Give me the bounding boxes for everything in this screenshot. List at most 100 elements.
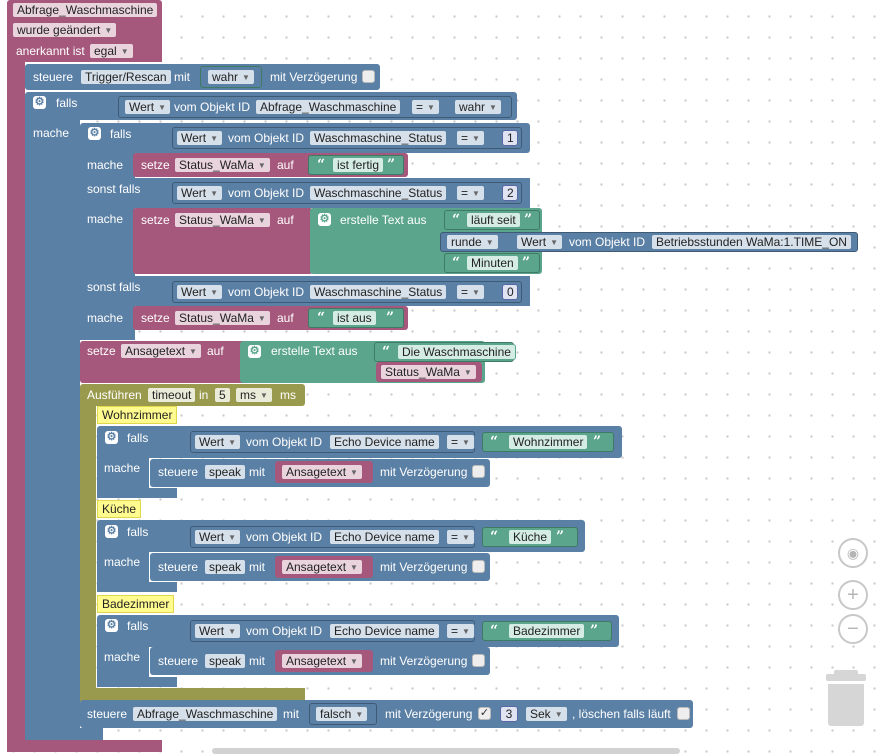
room2-wert[interactable]: Wert▼ <box>194 529 242 545</box>
final-clear-checkbox[interactable] <box>677 707 690 720</box>
outer-object-id-field[interactable]: Abfrage_Waschmaschine <box>255 99 402 115</box>
comment-badezimmer[interactable]: Badezimmer <box>97 595 175 613</box>
chevron-down-icon: ▼ <box>104 26 113 35</box>
ansage-var2[interactable]: Status_WaMa▼ <box>380 364 477 380</box>
round-object-id[interactable]: Betriebsstunden WaMa:1.TIME_ON <box>651 234 852 250</box>
trigger-object-field[interactable]: Abfrage_Waschmaschine <box>12 2 159 18</box>
room1-eq[interactable]: =▼ <box>446 434 475 450</box>
cond1-vom-objekt: vom Objekt ID <box>228 131 305 145</box>
set-ansage-var[interactable]: Ansagetext▼ <box>120 343 202 359</box>
round-wert[interactable]: Wert▼ <box>516 234 564 250</box>
control-trigger-target[interactable]: Trigger/Rescan <box>80 69 172 85</box>
outer-if-spine <box>25 118 80 736</box>
timeout-name[interactable]: timeout <box>147 387 197 403</box>
final-target[interactable]: Abfrage_Waschmaschine <box>132 706 279 722</box>
cond2-eq[interactable]: =▼ <box>456 185 485 201</box>
room3-eq[interactable]: =▼ <box>446 623 475 639</box>
room1-object-id[interactable]: Echo Device name <box>329 434 440 450</box>
ack-dropdown[interactable]: egal▼ <box>89 43 134 59</box>
cond1-eq-label: = <box>461 131 469 145</box>
timeout-unit[interactable]: ms▼ <box>235 387 273 403</box>
room3-room[interactable]: Badezimmer <box>508 623 586 639</box>
final-delay-checkbox[interactable]: ✓ <box>478 707 491 720</box>
cond1-number[interactable]: 1 <box>502 130 518 146</box>
chevron-down-icon: ▼ <box>485 238 494 247</box>
cond3-number[interactable]: 0 <box>502 284 518 300</box>
gear-icon[interactable]: ⚙ <box>105 431 118 444</box>
room3-wert[interactable]: Wert▼ <box>194 623 242 639</box>
round-dropdown[interactable]: runde▼ <box>446 234 499 250</box>
set-ansage-setze: setze <box>87 344 116 358</box>
room1-var[interactable]: Ansagetext▼ <box>281 464 363 480</box>
final-delay-value[interactable]: 3 <box>500 706 518 722</box>
trigger-event-dropdown[interactable]: wurde geändert▼ <box>12 22 118 38</box>
set1-text[interactable]: ist fertig <box>332 157 385 173</box>
outer-compare-value[interactable]: wahr▼ <box>454 99 502 115</box>
room2-speak[interactable]: speak <box>204 559 247 575</box>
room3-delay-checkbox[interactable] <box>472 654 485 667</box>
set3-text[interactable]: ist aus <box>332 310 377 326</box>
room1-speak[interactable]: speak <box>204 464 247 480</box>
outer-eq-label: = <box>416 100 424 114</box>
control-trigger-value[interactable]: wahr▼ <box>207 69 255 85</box>
final-target-label: Abfrage_Waschmaschine <box>137 707 274 721</box>
room1-eq-label: = <box>451 435 459 449</box>
cond2-wert[interactable]: Wert▼ <box>176 185 224 201</box>
outer-eq-dropdown[interactable]: =▼ <box>411 99 440 115</box>
cond3-wert-label: Wert <box>181 285 207 299</box>
room2-var[interactable]: Ansagetext▼ <box>281 559 363 575</box>
cond3-wert[interactable]: Wert▼ <box>176 284 224 300</box>
control-trigger-delay-checkbox[interactable] <box>362 70 375 83</box>
room1-room[interactable]: Wohnzimmer <box>508 434 589 450</box>
zoom-out-icon[interactable]: − <box>838 614 868 644</box>
room2-mit: mit <box>249 560 265 574</box>
cond3-object-id[interactable]: Waschmaschine_Status <box>309 284 448 300</box>
final-value[interactable]: falsch▼ <box>315 706 369 722</box>
room2-room[interactable]: Küche <box>508 529 553 545</box>
cond1-object-id[interactable]: Waschmaschine_Status <box>309 130 448 146</box>
horizontal-scrollbar[interactable] <box>212 748 680 754</box>
cond3-eq[interactable]: =▼ <box>456 284 485 300</box>
recenter-icon[interactable]: ◉ <box>838 538 868 568</box>
comment-kueche[interactable]: Küche <box>97 500 142 518</box>
set2-var[interactable]: Status_WaMa▼ <box>174 212 271 228</box>
room2-delay-checkbox[interactable] <box>472 560 485 573</box>
room3-object-id[interactable]: Echo Device name <box>329 623 440 639</box>
cond2-number[interactable]: 2 <box>502 185 518 201</box>
gear-icon[interactable]: ⚙ <box>105 525 118 538</box>
room2-eq[interactable]: =▼ <box>446 529 475 545</box>
set2-text-b[interactable]: Minuten <box>466 255 519 271</box>
cond1-eq[interactable]: =▼ <box>456 130 485 146</box>
room3-var[interactable]: Ansagetext▼ <box>281 653 363 669</box>
gear-icon[interactable]: ⚙ <box>88 127 101 140</box>
gear-icon[interactable]: ⚙ <box>318 213 331 226</box>
cond2-object-id[interactable]: Waschmaschine_Status <box>309 185 448 201</box>
chevron-down-icon: ▼ <box>472 189 480 198</box>
set3-var[interactable]: Status_WaMa▼ <box>174 310 271 326</box>
ansage-text[interactable]: Die Waschmaschine <box>397 344 516 360</box>
gear-icon[interactable]: ⚙ <box>105 619 118 632</box>
room3-speak[interactable]: speak <box>204 653 247 669</box>
gear-icon[interactable]: ⚙ <box>33 96 46 109</box>
cond1-wert[interactable]: Wert▼ <box>176 130 224 146</box>
trash-icon[interactable] <box>824 670 868 726</box>
room1-steuere: steuere <box>158 465 199 479</box>
outer-wert-dropdown[interactable]: Wert▼ <box>124 99 172 115</box>
comment-wohnzimmer[interactable]: Wohnzimmer <box>97 406 178 424</box>
trash-lid <box>826 674 866 681</box>
final-delay-unit[interactable]: Sek▼ <box>525 706 568 722</box>
quote-icon: ” <box>387 157 396 173</box>
room1-wert[interactable]: Wert▼ <box>194 434 242 450</box>
room1-delay-checkbox[interactable] <box>472 465 485 478</box>
room2-object-id[interactable]: Echo Device name <box>329 529 440 545</box>
gear-icon[interactable]: ⚙ <box>248 345 261 358</box>
set1-var[interactable]: Status_WaMa▼ <box>174 157 271 173</box>
quote-icon: ” <box>522 255 531 271</box>
final-value-label: falsch <box>320 707 352 721</box>
quote-icon: “ <box>382 344 391 360</box>
timeout-value[interactable]: 5 <box>214 387 231 403</box>
cond2-vom-objekt: vom Objekt ID <box>228 186 305 200</box>
set2-text-a[interactable]: läuft seit <box>466 212 521 228</box>
zoom-in-icon[interactable]: + <box>838 580 868 610</box>
outer-compare-value-label: wahr <box>459 100 486 114</box>
